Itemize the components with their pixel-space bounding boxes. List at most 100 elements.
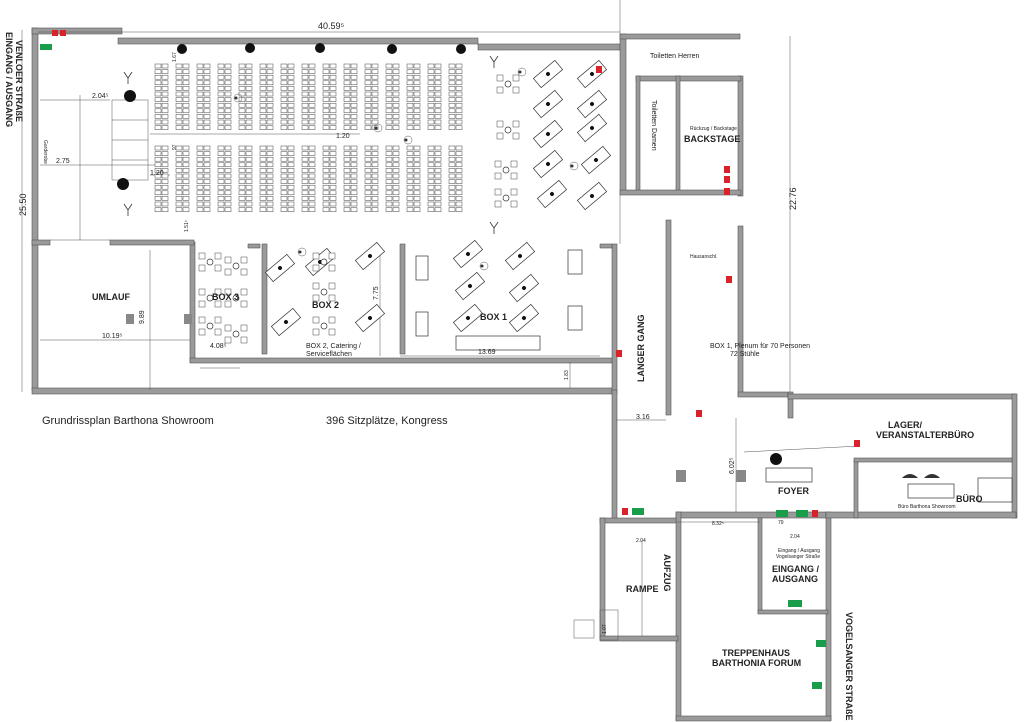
dimension-labels: 40.59⁵ 25.50 22.76 2.04⁵ 2.75 1.20 1.20 … (18, 21, 800, 634)
chair (371, 201, 379, 207)
chair (280, 196, 288, 201)
chair (413, 119, 421, 125)
table-group (198, 59, 612, 344)
chair (203, 69, 211, 74)
safety-signs (40, 30, 860, 689)
speaker-icon (123, 203, 133, 216)
chair (364, 97, 372, 102)
walls (31, 27, 1018, 722)
chair (217, 80, 225, 86)
chair (287, 162, 295, 168)
round-table (224, 324, 248, 344)
chair (224, 196, 232, 201)
chair (238, 173, 246, 179)
chair (245, 196, 253, 201)
chair (329, 108, 337, 114)
fire-extinguisher-icon (854, 440, 860, 447)
chair (266, 196, 274, 201)
chair (329, 156, 337, 162)
chair (245, 91, 253, 97)
chair (245, 190, 253, 196)
chair (329, 86, 337, 91)
round-table (312, 252, 336, 272)
room-rampe: RAMPE (626, 584, 659, 594)
chair (322, 97, 330, 102)
chair (182, 69, 190, 74)
chair (385, 69, 393, 74)
chair (175, 156, 183, 162)
chair (196, 125, 204, 130)
chair (280, 190, 288, 196)
chair (287, 156, 295, 162)
chair (364, 168, 372, 173)
chair (371, 184, 379, 190)
chair (308, 156, 316, 162)
chair (343, 86, 351, 91)
chair (448, 196, 456, 201)
chair (196, 80, 204, 86)
chair (203, 179, 211, 184)
chair (217, 125, 225, 130)
chair (196, 207, 204, 212)
chair (455, 102, 463, 108)
round-table (198, 316, 222, 336)
chair (364, 125, 372, 130)
chair (301, 145, 309, 151)
chair (455, 190, 463, 196)
table (504, 241, 536, 271)
emergency-exit-icon (788, 600, 802, 607)
chair (308, 97, 316, 102)
room-buero-small: Büro Barthona Showroom (898, 504, 956, 510)
room-toilets-women: Toiletten Damen (650, 100, 657, 151)
emergency-exit-icon (40, 44, 52, 50)
chair (280, 179, 288, 184)
chair (385, 173, 393, 179)
chair (448, 114, 456, 119)
speaker-icon (123, 71, 133, 84)
chair (287, 86, 295, 91)
round-table (312, 316, 336, 336)
chair (196, 156, 204, 162)
chair (245, 207, 253, 212)
chair (406, 63, 414, 69)
chair (343, 190, 351, 196)
chair (280, 102, 288, 108)
chair (280, 114, 288, 119)
chair (266, 201, 274, 207)
chair (385, 97, 393, 102)
chair (203, 86, 211, 91)
chair (175, 114, 183, 119)
chair (329, 201, 337, 207)
dim-label: 1.20 (336, 133, 350, 140)
chair (161, 108, 169, 114)
chair (287, 173, 295, 179)
chair (434, 125, 442, 130)
chair (406, 86, 414, 91)
chair (287, 190, 295, 196)
box1-note-line2: 72 Stühle (730, 351, 760, 358)
chair (266, 114, 274, 119)
chair (364, 63, 372, 69)
chair (238, 108, 246, 114)
chair (175, 151, 183, 156)
chair (427, 168, 435, 173)
chair (259, 74, 267, 80)
chair (343, 91, 351, 97)
chair (266, 91, 274, 97)
chair (406, 179, 414, 184)
chair (343, 173, 351, 179)
chair (329, 91, 337, 97)
chair (266, 207, 274, 212)
chair (434, 91, 442, 97)
chair (434, 119, 442, 125)
chair (427, 91, 435, 97)
chair (154, 108, 162, 114)
chair (350, 173, 358, 179)
chair (182, 63, 190, 69)
chair (413, 125, 421, 130)
dimension-lines (21, 0, 861, 641)
chair (364, 207, 372, 212)
room-aufzug: AUFZUG (662, 554, 672, 592)
chair (350, 91, 358, 97)
chair (154, 207, 162, 212)
